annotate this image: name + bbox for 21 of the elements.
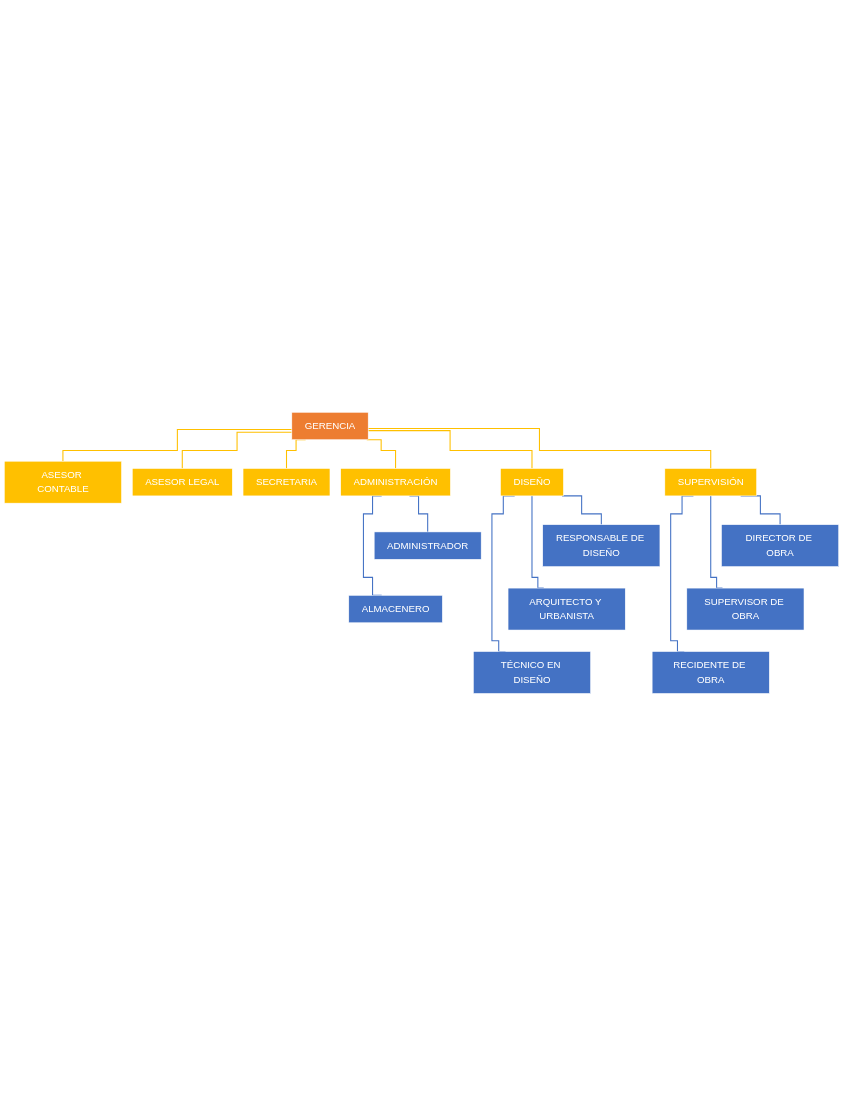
node-box: ASESOR LEGAL bbox=[132, 468, 233, 497]
node-box: RECIDENTE DE OBRA bbox=[651, 651, 770, 694]
connector bbox=[62, 429, 293, 462]
node-box: SUPERVISIÓN bbox=[664, 468, 757, 497]
connector bbox=[366, 439, 397, 470]
node-box: DISEÑO bbox=[500, 468, 564, 497]
node-box: SUPERVISOR DE OBRA bbox=[686, 587, 805, 631]
node-box: ASESOR CONTABLE bbox=[4, 461, 122, 504]
node-box: ARQUITECTO Y URBANISTA bbox=[507, 587, 626, 631]
node-box: GERENCIA bbox=[291, 412, 369, 441]
connector bbox=[561, 495, 602, 526]
node-box: ADMINISTRACIÓN bbox=[340, 468, 451, 497]
node-box: RESPONSABLE DE DISEÑO bbox=[542, 524, 661, 567]
node-box: TÉCNICO EN DISEÑO bbox=[473, 651, 591, 694]
node-box: SECRETARIA bbox=[242, 468, 331, 497]
connector bbox=[367, 430, 533, 470]
node-box: ADMINISTRADOR bbox=[373, 531, 482, 560]
connector bbox=[181, 431, 293, 470]
node-box: DIRECTOR DE OBRA bbox=[721, 524, 839, 567]
connector bbox=[367, 428, 712, 470]
node-box: ALMACENERO bbox=[348, 595, 443, 624]
